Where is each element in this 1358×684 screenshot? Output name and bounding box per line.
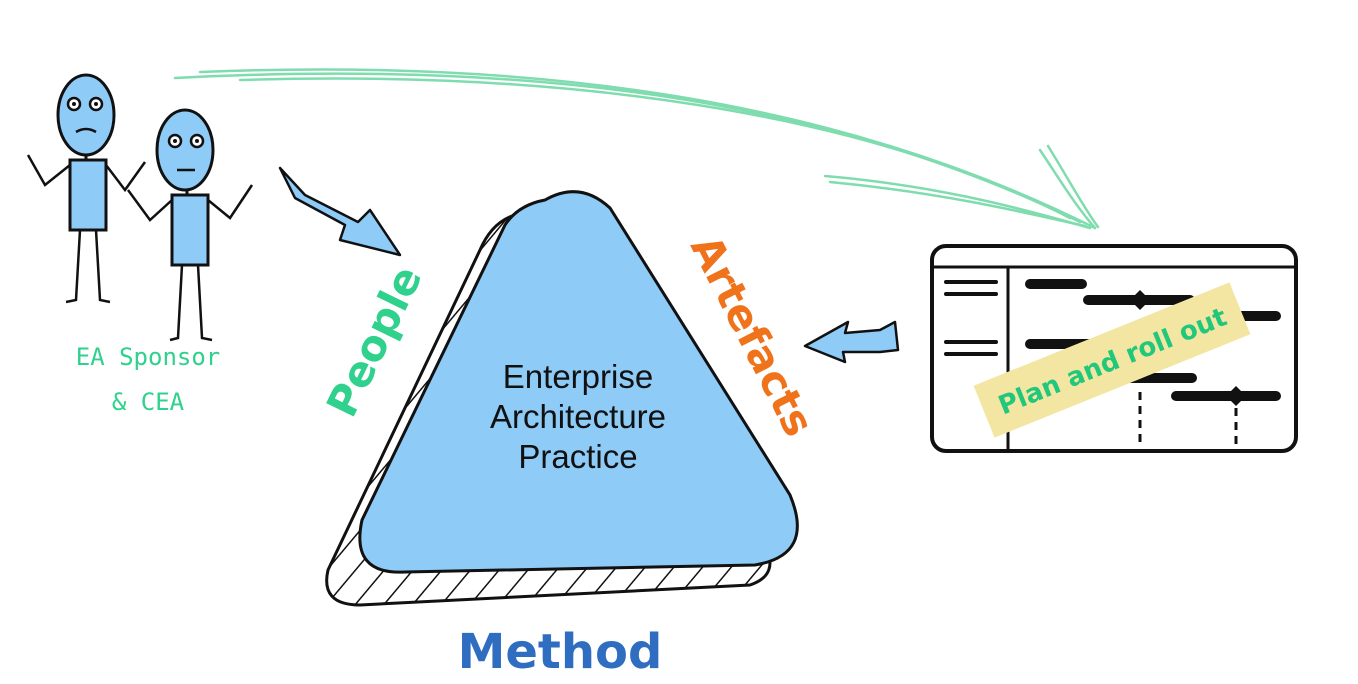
method-label: Method	[458, 624, 663, 680]
long-curved-arrow	[173, 68, 1100, 230]
center-label-line2: Architecture	[490, 398, 666, 435]
center-label-line3: Practice	[518, 438, 637, 475]
sponsor-label-line2: & CEA	[112, 388, 185, 416]
stick-figure-icon	[26, 73, 254, 342]
practice-triangle	[358, 190, 799, 574]
arrow-icon	[278, 166, 402, 257]
arrow-icon	[803, 320, 900, 364]
sponsor-label-line1: EA Sponsor	[76, 343, 221, 371]
center-label-line1: Enterprise	[503, 358, 653, 395]
